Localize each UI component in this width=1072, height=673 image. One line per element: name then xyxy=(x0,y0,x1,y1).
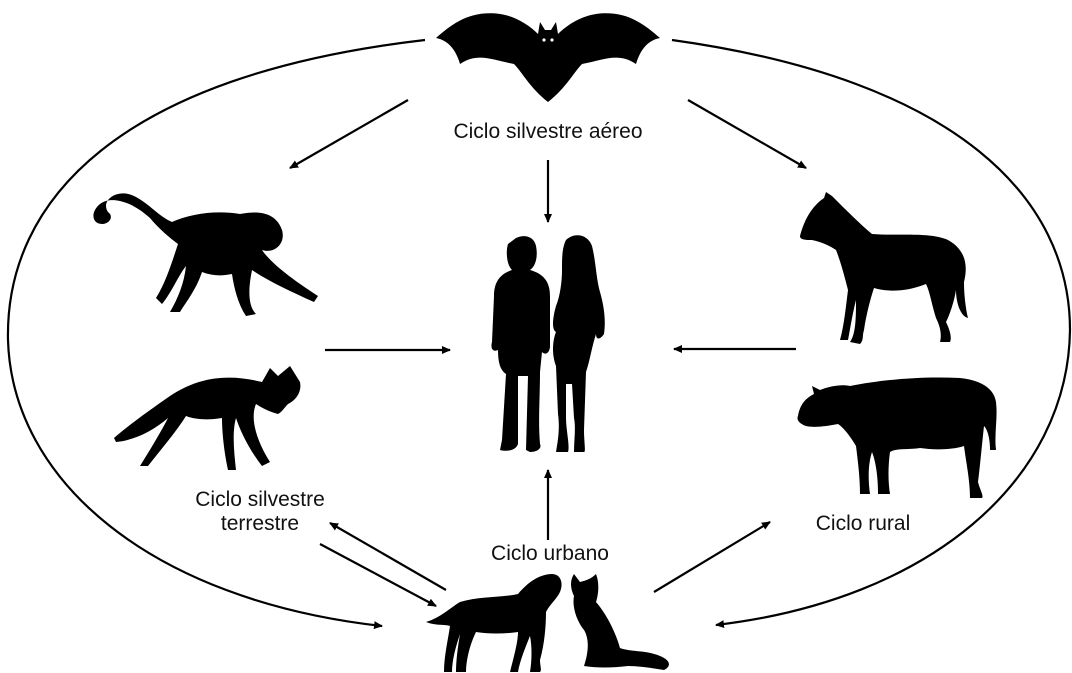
cat-icon xyxy=(571,574,669,670)
arrow-bat-to-monkey xyxy=(290,100,408,168)
humans-icon xyxy=(491,235,604,452)
dog-icon xyxy=(426,574,562,672)
horse-icon xyxy=(800,192,968,344)
terrestrial-cycle-label-line2: terrestre xyxy=(160,512,360,536)
arrow-cat-to-cow xyxy=(654,522,770,592)
rural-cycle-label: Ciclo rural xyxy=(798,512,928,536)
urban-cycle-label: Ciclo urbano xyxy=(468,542,632,566)
cow-icon xyxy=(797,377,996,498)
arrow-bat-to-horse xyxy=(688,100,806,168)
bat-icon xyxy=(436,13,660,102)
outer-cycle-right-curve xyxy=(672,40,1070,625)
fox-icon xyxy=(114,366,300,470)
outer-cycle-left-curve xyxy=(8,40,425,626)
aerial-cycle-label: Ciclo silvestre aéreo xyxy=(430,120,666,144)
terrestrial-cycle-label-line1: Ciclo silvestre xyxy=(160,488,360,512)
monkey-icon xyxy=(93,193,318,316)
